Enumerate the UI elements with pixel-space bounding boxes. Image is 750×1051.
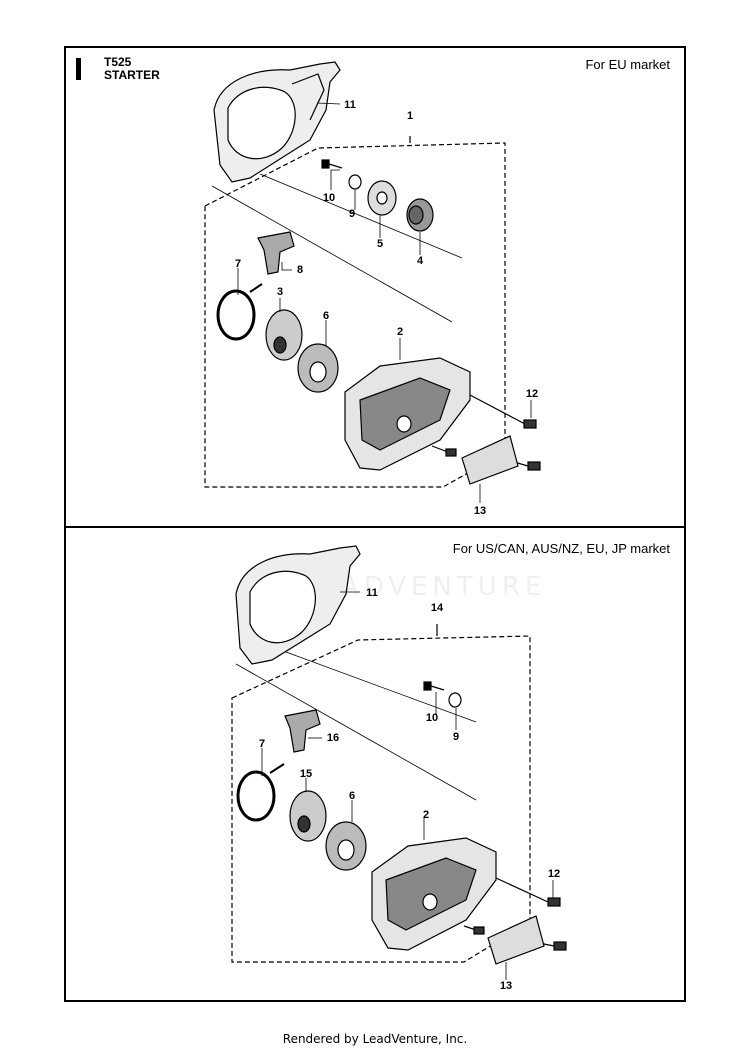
screw-part-12 (469, 394, 537, 429)
decal-part-13-b (487, 915, 545, 965)
callout-9-b: 9 (452, 731, 460, 743)
handle-part-8 (257, 231, 295, 275)
callout-12-b: 12 (547, 868, 561, 880)
rope-part-7-b (236, 763, 285, 822)
callout-9: 9 (348, 208, 356, 220)
footer-credit: Rendered by LeadVenture, Inc. (282, 1032, 468, 1046)
callout-10: 10 (322, 192, 336, 204)
callout-11: 11 (344, 99, 356, 111)
starter-housing-part-2-b (371, 837, 497, 951)
callout-13-b: 13 (499, 980, 513, 992)
callout-5: 5 (376, 238, 384, 250)
section-divider (64, 526, 686, 528)
cassette-part-6 (297, 343, 339, 393)
callout-7-b: 7 (258, 738, 266, 750)
callout-2-b: 2 (422, 809, 430, 821)
callout-10-b: 10 (425, 712, 439, 724)
callout-14: 14 (430, 602, 444, 614)
pawl-part-5 (367, 180, 397, 216)
starter-cover-part-11-b (235, 545, 361, 665)
screw-part-12-b (495, 877, 561, 907)
screw-part-12b (431, 445, 457, 457)
model-code: T525 (104, 55, 132, 69)
starter-housing-part-2 (344, 357, 471, 471)
washer-part-9 (348, 174, 362, 190)
callout-4: 4 (416, 255, 424, 267)
callout-7: 7 (234, 258, 242, 270)
cassette-part-6-b (325, 821, 367, 871)
callout-8: 8 (296, 264, 304, 276)
callout-3: 3 (276, 286, 284, 298)
bolt-part-10 (321, 159, 343, 169)
section-marker (76, 58, 81, 80)
callout-11-b: 11 (366, 587, 378, 599)
callout-2: 2 (396, 326, 404, 338)
section-title: STARTER (104, 68, 160, 82)
callout-15: 15 (299, 768, 313, 780)
handle-part-16 (284, 709, 321, 753)
pulley-part-3 (265, 309, 303, 361)
kit-box-1 (204, 142, 506, 488)
callout-6: 6 (322, 310, 330, 322)
starter-cover-part-11 (213, 61, 341, 183)
callout-13: 13 (473, 505, 487, 517)
screw-part-12-b2 (463, 925, 485, 935)
callout-1: 1 (406, 110, 414, 122)
rope-part-7 (216, 283, 263, 341)
spring-part-4 (406, 198, 434, 232)
callout-12: 12 (525, 388, 539, 400)
callout-6-b: 6 (348, 790, 356, 802)
bolt-part-10-b (423, 681, 445, 691)
market-label-eu: For EU market (585, 57, 670, 72)
decal-part-13 (461, 435, 519, 485)
callout-16: 16 (326, 732, 340, 744)
pulley-part-15 (289, 790, 327, 842)
diagram-frame (64, 46, 686, 1002)
washer-part-9-b (448, 692, 462, 708)
market-label-global: For US/CAN, AUS/NZ, EU, JP market (452, 541, 670, 556)
